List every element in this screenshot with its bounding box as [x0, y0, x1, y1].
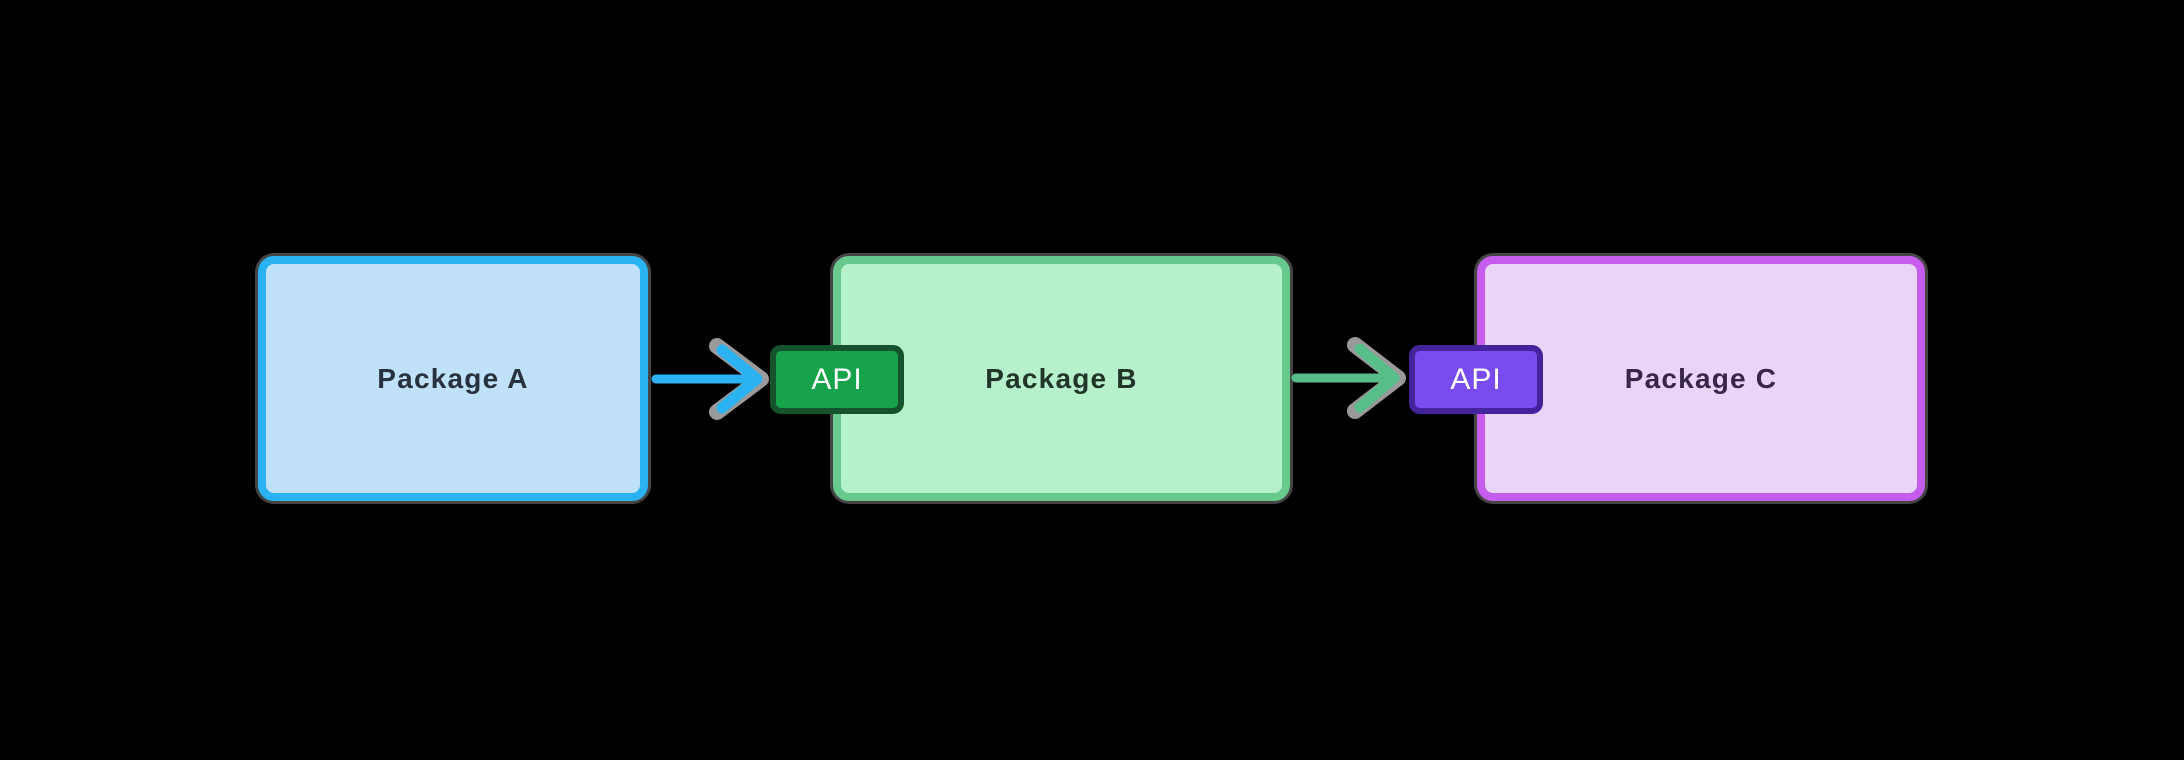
package-c-box: Package C [1477, 256, 1925, 501]
arrow-b-to-c [1291, 337, 1406, 419]
arrow-a-to-b-shadow [709, 338, 769, 420]
api-badge-c-label: API [1450, 362, 1502, 396]
api-badge-b: API [770, 345, 904, 414]
arrow-b-to-c-head [1354, 343, 1400, 413]
package-b-label: Package B [985, 362, 1138, 394]
package-a-box: Package A [258, 256, 648, 501]
arrow-a-to-b-head [716, 344, 763, 414]
api-badge-b-label: API [811, 362, 863, 396]
package-a-label: Package A [377, 362, 529, 394]
api-badge-c: API [1409, 345, 1543, 414]
package-b-box: Package B [833, 256, 1290, 501]
arrow-a-to-b [651, 338, 769, 420]
arrow-b-to-c-shadow [1347, 337, 1406, 419]
package-c-label: Package C [1624, 362, 1778, 394]
